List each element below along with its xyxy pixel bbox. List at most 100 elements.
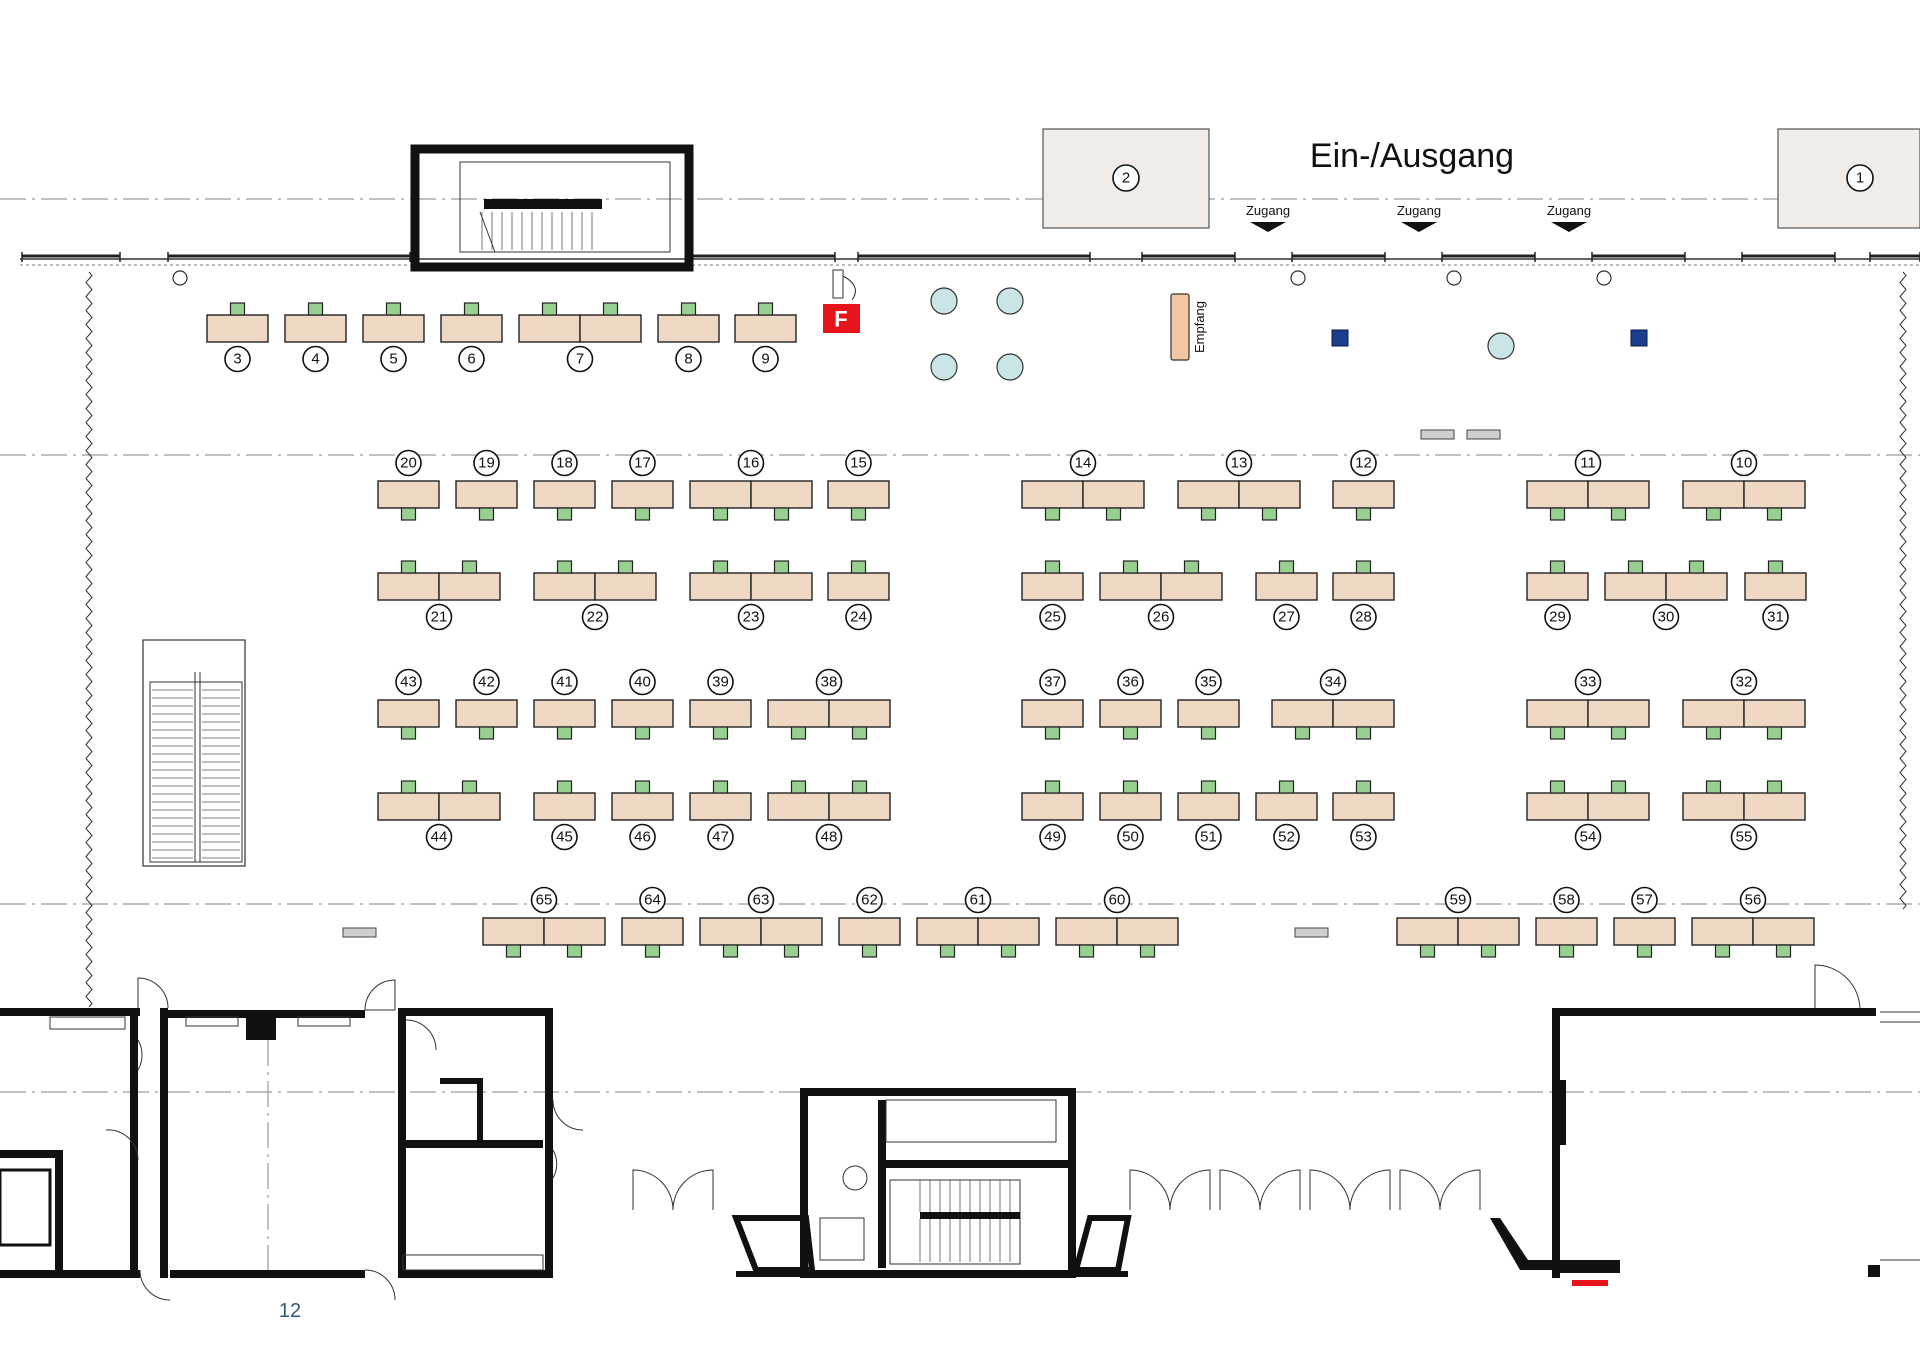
stand[interactable]: 47	[689, 780, 752, 851]
stand-desk	[750, 572, 813, 601]
stand-desk	[760, 917, 823, 946]
stand[interactable]: 49	[1021, 780, 1084, 851]
stand[interactable]: 32	[1682, 668, 1806, 740]
stand-chair	[602, 302, 619, 316]
stand[interactable]: 60	[1055, 886, 1179, 958]
stand[interactable]: 26	[1099, 560, 1223, 631]
stand[interactable]: 33	[1526, 668, 1650, 740]
stand[interactable]: 57	[1613, 886, 1676, 958]
stand-desk	[767, 792, 830, 821]
stand[interactable]: 44	[377, 780, 501, 851]
stand[interactable]: 38	[767, 668, 891, 740]
escalator[interactable]	[142, 639, 246, 867]
stand-number: 53	[1355, 829, 1372, 846]
stand[interactable]: 34	[1271, 668, 1395, 740]
stand[interactable]: 55	[1682, 780, 1806, 851]
stand-number-badge	[737, 449, 765, 477]
stand-chair	[1705, 726, 1722, 740]
stand[interactable]: 30	[1604, 560, 1728, 631]
stand-number-badge	[425, 823, 453, 851]
stand[interactable]: 16	[689, 449, 813, 521]
stand-chair	[790, 726, 807, 740]
stand[interactable]: 41	[533, 668, 596, 740]
stand[interactable]: 62	[838, 886, 901, 958]
stand-number-badge	[845, 449, 872, 477]
stand[interactable]: 22	[533, 560, 657, 631]
stand[interactable]: 20	[377, 449, 440, 521]
stand-chair	[556, 726, 573, 740]
stand[interactable]: 63	[699, 886, 823, 958]
bottom-left-rooms	[0, 977, 584, 1301]
stand[interactable]: 46	[611, 780, 674, 851]
stand[interactable]: 28	[1332, 560, 1395, 631]
stand-number-badge	[1117, 668, 1144, 696]
stand-desk	[594, 572, 657, 601]
outside-booth-2[interactable]: 2	[1042, 128, 1210, 229]
stand[interactable]: 19	[455, 449, 518, 521]
access-marker-3: Zugang	[1547, 203, 1591, 232]
stand-number-badge	[551, 668, 578, 696]
stand[interactable]: 5	[362, 302, 425, 373]
stand-desk	[977, 917, 1040, 946]
stand-number: 45	[556, 829, 573, 846]
stand[interactable]: 13	[1177, 449, 1301, 521]
stand[interactable]: 11	[1526, 449, 1650, 521]
stand-number-badge	[458, 345, 485, 373]
stand[interactable]: 48	[767, 780, 891, 851]
stand[interactable]: 14	[1021, 449, 1145, 521]
stand-desk	[1332, 572, 1395, 601]
stand-desk	[699, 917, 762, 946]
stand-chair	[790, 780, 807, 794]
stand[interactable]: 21	[377, 560, 501, 631]
stand-number: 63	[753, 892, 770, 909]
stand[interactable]: 50	[1099, 780, 1162, 851]
stand[interactable]: 45	[533, 780, 596, 851]
stand-chair	[1766, 780, 1783, 794]
stand[interactable]: 39	[689, 668, 752, 740]
stand[interactable]: 18	[533, 449, 596, 521]
stand[interactable]: 43	[377, 668, 440, 740]
stand[interactable]: 23	[689, 560, 813, 631]
stand[interactable]: 58	[1535, 886, 1598, 958]
stand[interactable]: 36	[1099, 668, 1162, 740]
stand[interactable]: 24	[827, 560, 890, 631]
stand[interactable]: 51	[1177, 780, 1240, 851]
stand[interactable]: 35	[1177, 668, 1240, 740]
stand[interactable]: 6	[440, 302, 503, 373]
facade	[20, 252, 1920, 286]
stand-chair	[1610, 507, 1627, 521]
stand[interactable]: 61	[916, 886, 1040, 958]
stand-number-badge	[224, 345, 251, 373]
stand[interactable]: 9	[734, 302, 797, 373]
stand[interactable]: 42	[455, 668, 518, 740]
stand-chair	[634, 780, 651, 794]
stand[interactable]: 10	[1682, 449, 1806, 521]
stand-number-badge	[1444, 886, 1472, 914]
stand[interactable]: 8	[657, 302, 720, 373]
stand-desk	[1752, 917, 1815, 946]
stand[interactable]: 29	[1526, 560, 1589, 631]
stand[interactable]: 25	[1021, 560, 1084, 631]
stand-chair	[851, 780, 868, 794]
stand[interactable]: 27	[1255, 560, 1318, 631]
stand-chair	[722, 944, 739, 958]
stand[interactable]: 40	[611, 668, 674, 740]
outside-booth-1[interactable]: 1	[1777, 128, 1920, 229]
stand[interactable]: 31	[1744, 560, 1807, 631]
stand[interactable]: 54	[1526, 780, 1650, 851]
stand[interactable]: 15	[827, 449, 890, 521]
stand[interactable]: 64	[621, 886, 684, 958]
stand[interactable]: 12	[1332, 449, 1395, 521]
stand-chair	[1714, 944, 1731, 958]
stand[interactable]: 37	[1021, 668, 1084, 740]
stand[interactable]: 56	[1691, 886, 1815, 958]
stand[interactable]: 4	[284, 302, 347, 373]
stand[interactable]: 7	[518, 302, 642, 373]
stand[interactable]: 65	[482, 886, 606, 958]
stand[interactable]: 52	[1255, 780, 1318, 851]
stand[interactable]: 53	[1332, 780, 1395, 851]
stand[interactable]: 59	[1396, 886, 1520, 958]
stand[interactable]: 17	[611, 449, 674, 521]
stand[interactable]: 3	[206, 302, 269, 373]
